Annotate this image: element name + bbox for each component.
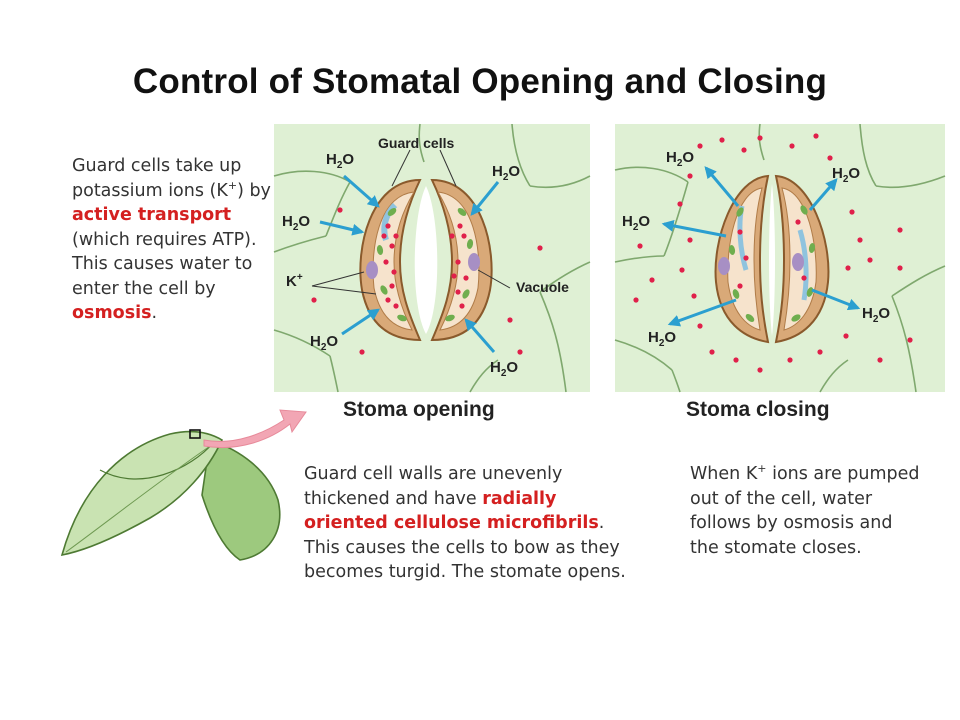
- guard-cell-left: [359, 178, 422, 342]
- label-h2o: H2O: [622, 213, 650, 233]
- water-arrows-inward: [319, 174, 500, 353]
- page-title: Control of Stomatal Opening and Closing: [132, 62, 828, 101]
- epidermal-cell-outlines: [614, 123, 946, 393]
- nucleus-right: [468, 253, 480, 271]
- leaf-illustration: [60, 429, 281, 561]
- label-k-plus: K+: [286, 272, 303, 290]
- water-arrows-outward: [661, 166, 861, 327]
- left-description: Guard cells take up potassium ions (K+) …: [72, 156, 271, 323]
- middle-description: Guard cell walls are unevenly thickened …: [304, 464, 626, 582]
- highlight-osmosis: osmosis: [72, 303, 152, 323]
- label-h2o: H2O: [310, 333, 338, 353]
- highlight-active-transport: active transport: [72, 205, 232, 225]
- label-h2o: H2O: [666, 149, 694, 169]
- nucleus-left: [366, 261, 378, 279]
- epidermal-cell-outlines: [273, 123, 591, 393]
- panel-background: [615, 124, 945, 392]
- nucleus-left: [718, 257, 730, 275]
- label-h2o: H2O: [282, 213, 310, 233]
- label-vacuole: Vacuole: [516, 279, 569, 295]
- label-h2o: H2O: [326, 151, 354, 171]
- caption-stoma-closing: Stoma closing: [686, 398, 830, 421]
- leaf-sample-marker: [189, 429, 201, 439]
- highlight-microfibrils: radially oriented cellulose microfibrils: [304, 488, 599, 534]
- label-h2o: H2O: [492, 163, 520, 183]
- label-h2o: H2O: [490, 359, 518, 379]
- panel-stoma-opening: Guard cells Vacuole K+ H2O H2O H2O H2O H…: [273, 123, 591, 393]
- stomatal-pore-open: [414, 186, 438, 334]
- caption-stoma-opening: Stoma opening: [343, 398, 495, 421]
- label-h2o: H2O: [832, 165, 860, 185]
- label-guard-cells: Guard cells: [378, 135, 454, 151]
- nucleus-right: [792, 253, 804, 271]
- h2o-labels-right: H2O H2O H2O H2O H2O: [622, 149, 890, 349]
- label-h2o: H2O: [862, 305, 890, 325]
- h2o-labels-left: H2O H2O H2O H2O H2O: [282, 151, 520, 379]
- stomatal-pore-closed: [769, 184, 775, 336]
- label-leader-lines: [311, 149, 511, 295]
- panel-stoma-closing: H2O H2O H2O H2O H2O: [614, 123, 946, 393]
- potassium-ions-open: [311, 207, 543, 355]
- zoom-pointer-arrow: [203, 409, 307, 449]
- chloroplasts-left-panel: [376, 208, 474, 322]
- label-h2o: H2O: [648, 329, 676, 349]
- potassium-ions-closed: [633, 133, 913, 373]
- chloroplasts-right-panel: [728, 205, 816, 322]
- right-description: When K+ ions are pumped out of the cell,…: [690, 462, 920, 558]
